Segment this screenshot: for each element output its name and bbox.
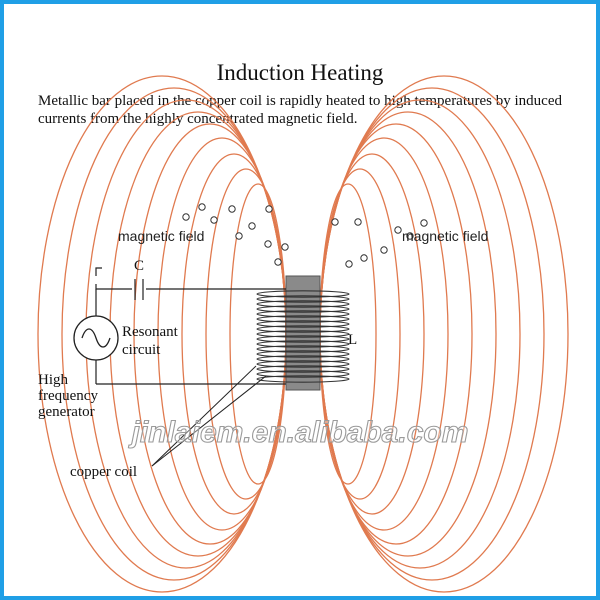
capacitor-label: C: [134, 258, 144, 274]
magnetic-field-label-right: magnetic field: [402, 228, 488, 244]
coil-turn: [256, 340, 350, 348]
coil-turn: [256, 345, 350, 353]
field-marker: [281, 243, 289, 251]
coil-turn: [256, 290, 350, 298]
field-markers: [182, 203, 428, 268]
inductor-label: L: [348, 332, 357, 348]
copper-coil: [256, 290, 350, 383]
field-marker: [274, 258, 282, 266]
copper-coil-pointer: [151, 365, 267, 467]
watermark-text: jinlaiem.en.alibaba.com: [128, 416, 469, 449]
generator-label-3: generator: [38, 404, 95, 420]
field-marker: [198, 203, 206, 211]
coil-turn: [256, 310, 350, 318]
coil-turn: [256, 320, 350, 328]
field-marker: [235, 232, 243, 240]
coil-turn: [256, 325, 350, 333]
coil-turn: [256, 350, 350, 358]
field-marker: [394, 226, 402, 234]
copper-coil-label: copper coil: [70, 464, 137, 480]
field-marker: [420, 219, 428, 227]
metallic-bar: [285, 275, 321, 391]
field-lines-right: [319, 75, 569, 593]
field-marker: [380, 246, 388, 254]
coil-turn: [256, 300, 350, 308]
coil-turn: [256, 295, 350, 303]
coil-turn: [256, 375, 350, 383]
coil-turn: [256, 305, 350, 313]
coil-turn: [256, 360, 350, 368]
field-marker: [265, 205, 273, 213]
resonant-circuit-label-1: Resonant: [122, 324, 179, 340]
resonant-circuit-wiring: [95, 267, 286, 385]
field-marker: [210, 216, 218, 224]
field-marker: [345, 260, 353, 268]
magnetic-field-label-left: magnetic field: [118, 228, 204, 244]
diagram-title: Induction Heating: [216, 60, 384, 85]
field-marker: [406, 232, 414, 240]
field-marker: [228, 205, 236, 213]
field-marker: [248, 222, 256, 230]
field-marker: [182, 213, 190, 221]
field-marker: [354, 218, 362, 226]
coil-turn: [256, 315, 350, 323]
coil-turn: [256, 335, 350, 343]
induction-diagram: magnetic field magnetic field C L Resona…: [37, 75, 569, 593]
generator-label-1: High: [38, 372, 69, 388]
ground-symbol: [95, 267, 102, 276]
coil-turn: [256, 365, 350, 373]
coil-turn: [256, 370, 350, 378]
coil-turn: [256, 355, 350, 363]
field-marker: [264, 240, 272, 248]
resonant-circuit-label-2: circuit: [122, 342, 161, 358]
sine-wave-icon: [81, 328, 111, 348]
field-marker: [360, 254, 368, 262]
field-marker: [331, 218, 339, 226]
coil-turn: [256, 330, 350, 338]
generator-label-2: frequency: [38, 388, 98, 404]
diagram-description: Metallic bar placed in the copper coil i…: [38, 93, 562, 127]
high-frequency-generator: [73, 315, 119, 361]
